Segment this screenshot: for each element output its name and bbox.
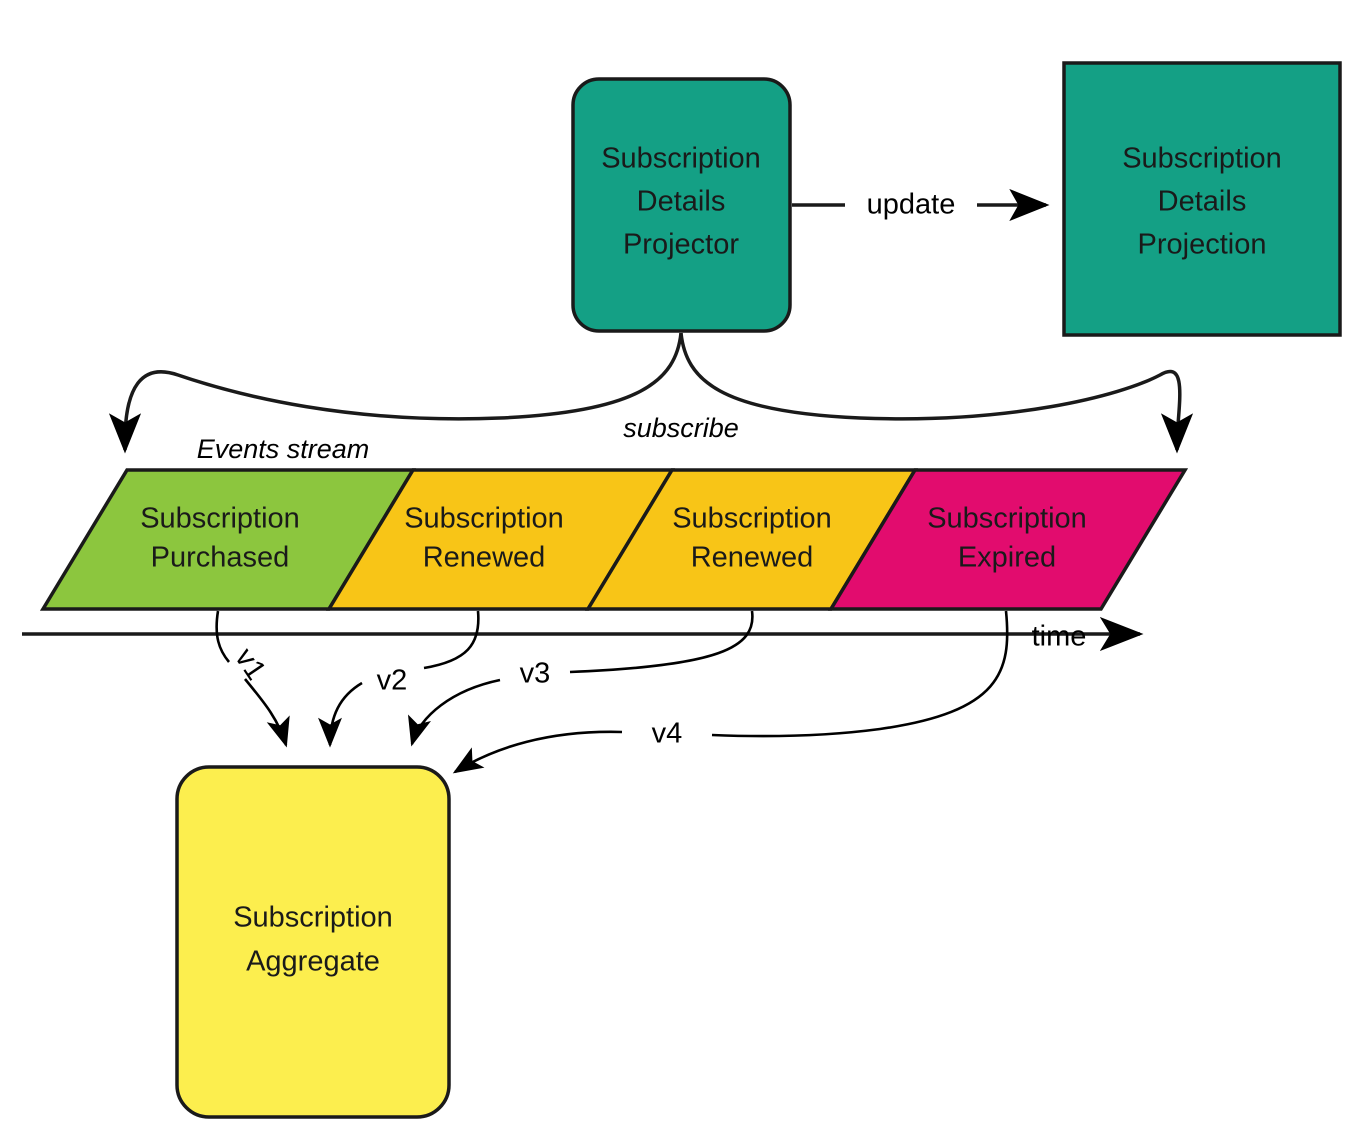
v1-edge-lower (243, 678, 290, 748)
v2-edge-group: v2 (318, 610, 480, 748)
subscribe-edge-right (679, 332, 1182, 438)
projector-box[interactable] (571, 77, 792, 333)
subscription-details-projector-node[interactable]: Subscription Details Projector (571, 77, 792, 333)
projector-label-line1: Subscription (601, 143, 761, 175)
projector-label-line2: Details (637, 186, 726, 218)
v1-edge-group: v1 (215, 610, 290, 748)
v1-edge-upper (215, 610, 231, 663)
events-stream-group: Subscription Purchased Subscription Rene… (39, 468, 1189, 611)
v4-edge-lower (452, 730, 623, 774)
v2-edge-label: v2 (377, 665, 408, 697)
stream-event-2-label-line1: Subscription (404, 503, 564, 535)
aggregate-box[interactable] (175, 765, 451, 1119)
stream-event-4-shape[interactable] (827, 468, 1189, 611)
subscription-details-projection-node[interactable]: Subscription Details Projection (1062, 61, 1342, 337)
v2-edge-lower (318, 681, 363, 748)
subscribe-edge-group (108, 332, 1194, 454)
v3-edge-label: v3 (520, 658, 551, 690)
stream-event-3-label-line2: Renewed (691, 542, 814, 574)
v3-edge-upper (569, 610, 754, 674)
v4-edge-upper (711, 610, 1009, 738)
projection-label-line1: Subscription (1122, 143, 1282, 175)
aggregate-label-line2: Aggregate (246, 946, 380, 978)
projector-label-line3: Projector (623, 229, 739, 261)
stream-event-2-label-line2: Renewed (423, 542, 546, 574)
stream-event-4-label-line2: Expired (958, 542, 1056, 574)
subscribe-edge-label: subscribe (623, 413, 739, 443)
v4-edge-group: v4 (452, 610, 1009, 774)
update-edge-label: update (867, 189, 956, 221)
subscription-aggregate-node[interactable]: Subscription Aggregate (175, 765, 451, 1119)
v1-edge-label: v1 (228, 643, 272, 686)
stream-event-1-label-line1: Subscription (140, 503, 300, 535)
projection-label-line3: Projection (1138, 229, 1267, 261)
projection-label-line2: Details (1158, 186, 1247, 218)
events-stream-caption: Events stream (197, 434, 370, 464)
v3-edge-group: v3 (408, 610, 754, 747)
aggregate-label-line1: Subscription (233, 902, 393, 934)
projection-box[interactable] (1062, 61, 1342, 337)
subscribe-edge-left (123, 332, 683, 438)
v3-edge-lower (408, 678, 501, 747)
time-axis-label: time (1032, 621, 1087, 653)
v4-edge-label: v4 (652, 718, 683, 750)
stream-event-1-label-line2: Purchased (151, 542, 290, 574)
stream-event-4-label-line1: Subscription (927, 503, 1087, 535)
stream-event-3-label-line1: Subscription (672, 503, 832, 535)
v2-edge-upper (423, 610, 480, 670)
